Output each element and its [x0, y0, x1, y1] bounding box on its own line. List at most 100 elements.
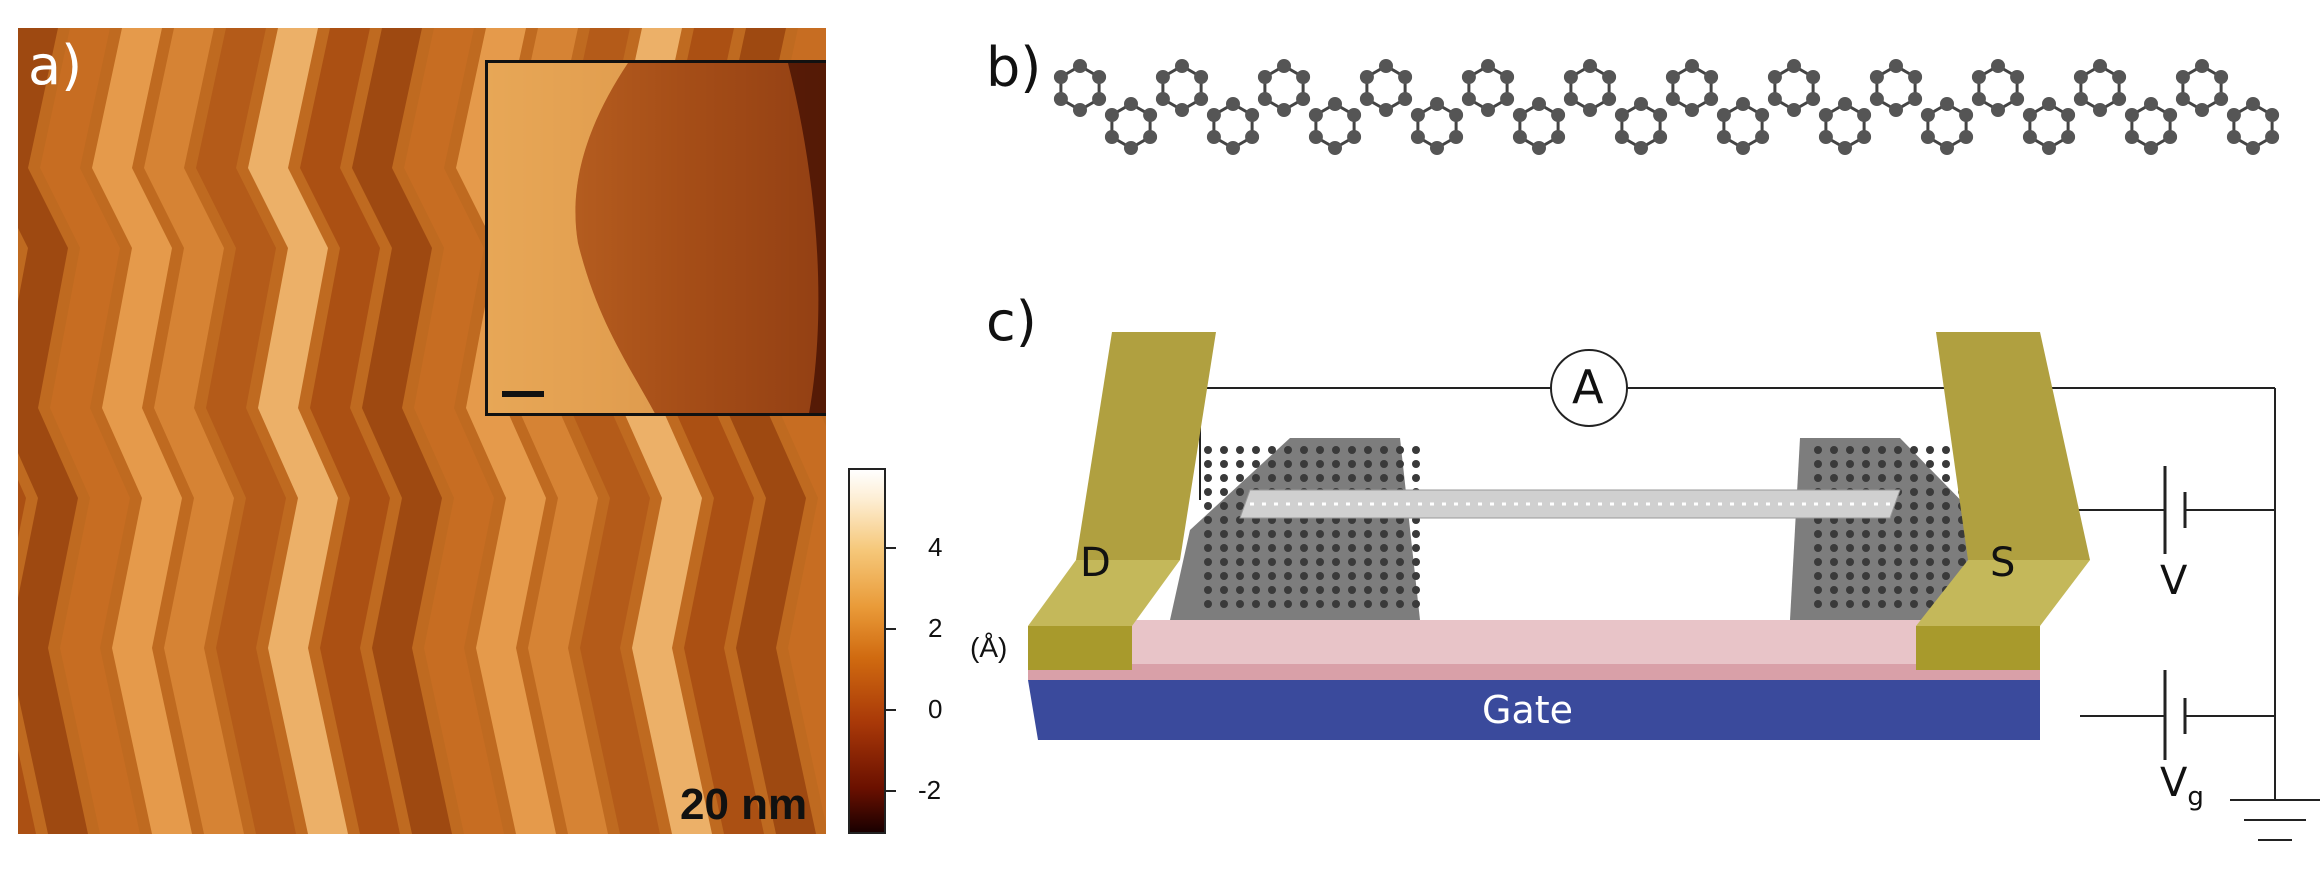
graphene-atom: [1862, 460, 1870, 468]
graphene-atom: [1348, 530, 1356, 538]
graphene-atom: [1396, 572, 1404, 580]
carbon-atom: [1614, 108, 1629, 122]
colorbar-tick-label: 4: [928, 532, 943, 562]
graphene-atom: [1862, 558, 1870, 566]
panel-a-label: a): [28, 34, 83, 97]
carbon-atom: [1532, 141, 1546, 155]
carbon-atom: [1226, 141, 1240, 155]
carbon-atom: [1379, 59, 1393, 73]
graphene-atom: [1942, 572, 1950, 580]
graphene-atom: [1396, 530, 1404, 538]
carbon-atom: [1430, 97, 1444, 111]
panel-a: a) 20 nm 4: [0, 0, 1040, 873]
graphene-atom: [1300, 558, 1308, 566]
carbon-atom: [1614, 130, 1629, 144]
terrace-band: [300, 28, 400, 834]
carbon-atom: [1787, 59, 1801, 73]
graphene-atom: [1846, 586, 1854, 594]
colorbar-tick: [886, 790, 896, 792]
panel-c-label: c): [986, 290, 1037, 353]
drain-face: [1076, 332, 1216, 560]
carbon-atom: [1155, 92, 1170, 106]
graphene-atom: [1958, 544, 1966, 552]
graphene-atom: [1236, 460, 1244, 468]
graphene-atom: [1220, 544, 1228, 552]
carbon-atom: [2112, 92, 2127, 106]
carbon-atom: [1665, 70, 1680, 84]
graphene-atom: [1220, 516, 1228, 524]
graphene-atom: [1814, 544, 1822, 552]
carbon-atom: [1461, 92, 1476, 106]
graphene-atom: [1380, 446, 1388, 454]
graphene-atom: [1846, 558, 1854, 566]
colorbar-tick: [886, 547, 896, 549]
graphene-atom: [1316, 474, 1324, 482]
graphene-atom: [1878, 586, 1886, 594]
terrace-band: [144, 28, 244, 834]
graphene-atom: [1348, 544, 1356, 552]
carbon-atom: [1500, 70, 1515, 84]
graphene-atom: [1846, 474, 1854, 482]
carbon-atom: [1449, 108, 1464, 122]
device-schematic: [1028, 332, 2320, 841]
panel-b: b): [980, 0, 2324, 240]
graphene-atom: [1348, 474, 1356, 482]
graphene-atom: [1364, 544, 1372, 552]
carbon-atom: [1328, 141, 1342, 155]
inset-zoom: [488, 63, 826, 413]
carbon-atom: [1685, 59, 1699, 73]
carbon-atom: [2195, 103, 2209, 117]
graphene-atom: [1284, 558, 1292, 566]
graphene-atom: [1396, 446, 1404, 454]
carbon-atom: [1449, 130, 1464, 144]
graphene-atom: [1910, 586, 1918, 594]
carbon-atom: [1991, 103, 2005, 117]
graphene-atom: [1204, 544, 1212, 552]
carbon-atom: [1704, 70, 1719, 84]
inset-scale-bar: [502, 391, 544, 397]
carbon-atom: [1053, 92, 1068, 106]
graphene-atom: [1878, 558, 1886, 566]
source-front: [1916, 626, 2040, 670]
graphene-atom: [1412, 558, 1420, 566]
carbon-atom: [1410, 130, 1425, 144]
graphene-atom: [1236, 544, 1244, 552]
terrace-band: [18, 480, 36, 834]
graphene-atom: [1316, 460, 1324, 468]
carbon-atom: [1481, 59, 1495, 73]
gate-slab: [1028, 680, 2040, 740]
graphene-atom: [1862, 446, 1870, 454]
carbon-atom: [1857, 108, 1872, 122]
carbon-atom: [1767, 92, 1782, 106]
graphene-atom: [1236, 530, 1244, 538]
graphene-atom: [1926, 516, 1934, 524]
graphene-atom: [1348, 572, 1356, 580]
carbon-atom: [2163, 108, 2178, 122]
terrace-band: [612, 28, 712, 834]
graphene-atom: [1412, 530, 1420, 538]
carbon-atom: [1194, 70, 1209, 84]
terrace-band: [40, 28, 140, 834]
graphene-atom: [1380, 460, 1388, 468]
graphene-atom: [1364, 558, 1372, 566]
graphene-atom: [1332, 572, 1340, 580]
graphene-atom: [1878, 600, 1886, 608]
graphene-atom: [1380, 600, 1388, 608]
graphene-atom: [1380, 474, 1388, 482]
carbon-atom: [1940, 97, 1954, 111]
graphene-atom: [1412, 446, 1420, 454]
graphene-atom: [1300, 530, 1308, 538]
graphene-atom: [1942, 488, 1950, 496]
carbon-atom: [1124, 141, 1138, 155]
carbon-atom: [1583, 59, 1597, 73]
graphene-atom: [1236, 488, 1244, 496]
carbon-atom: [1092, 70, 1107, 84]
carbon-atom: [1551, 108, 1566, 122]
drain-front: [1028, 626, 1132, 670]
graphene-atom: [1364, 586, 1372, 594]
graphene-atom: [1316, 572, 1324, 580]
graphene-atom: [1204, 446, 1212, 454]
carbon-atom: [1959, 108, 1974, 122]
graphene-atom: [1412, 474, 1420, 482]
graphene-atom: [1814, 530, 1822, 538]
